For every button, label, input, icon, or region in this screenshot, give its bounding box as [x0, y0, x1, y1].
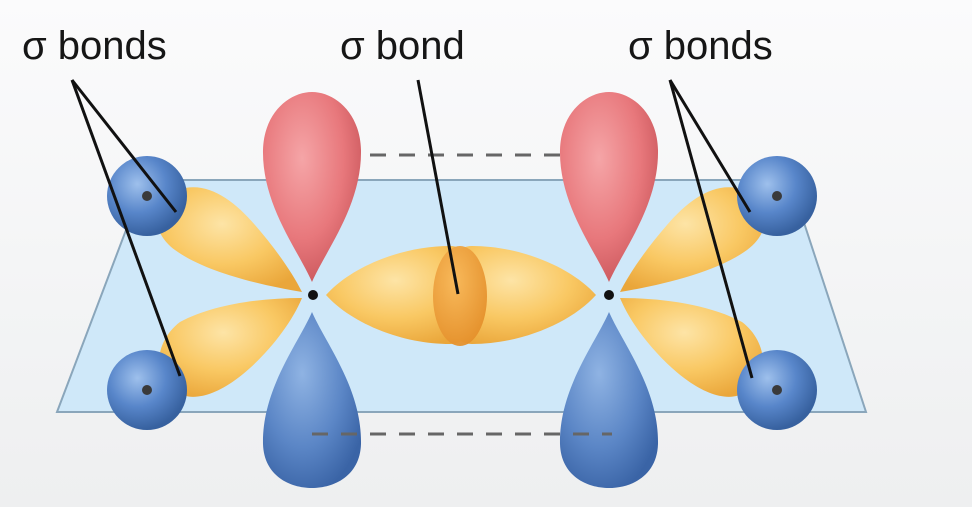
carbon-nucleus-left	[308, 290, 318, 300]
sigma-bond-label-center: σ bond	[340, 24, 465, 68]
p-orbital-top-left	[262, 92, 362, 282]
p-orbital-bottom-right	[559, 312, 659, 488]
sp2-lobe-lower-left	[159, 298, 302, 397]
sp2-lobe-lower-right	[620, 298, 763, 397]
hydrogen-atom-upper-left	[107, 156, 187, 236]
sigma-bonds-label-left: σ bonds	[22, 24, 167, 68]
hydrogen-atom-lower-left	[107, 350, 187, 430]
sigma-bond-overlap	[433, 246, 487, 346]
leader-line-center	[416, 79, 460, 295]
p-orbital-top-right	[559, 92, 659, 282]
sigma-bonds-label-right: σ bonds	[628, 24, 773, 68]
carbon-nucleus-right	[604, 290, 614, 300]
sp2-lobe-upper-left	[156, 187, 302, 292]
hydrogen-atom-upper-right	[737, 156, 817, 236]
leader-lines-right	[668, 79, 754, 379]
hydrogen-atom-lower-right	[737, 350, 817, 430]
p-orbital-bottom-left	[262, 312, 362, 488]
leader-lines-left	[70, 79, 182, 377]
sp2-lobe-upper-right	[620, 187, 766, 292]
